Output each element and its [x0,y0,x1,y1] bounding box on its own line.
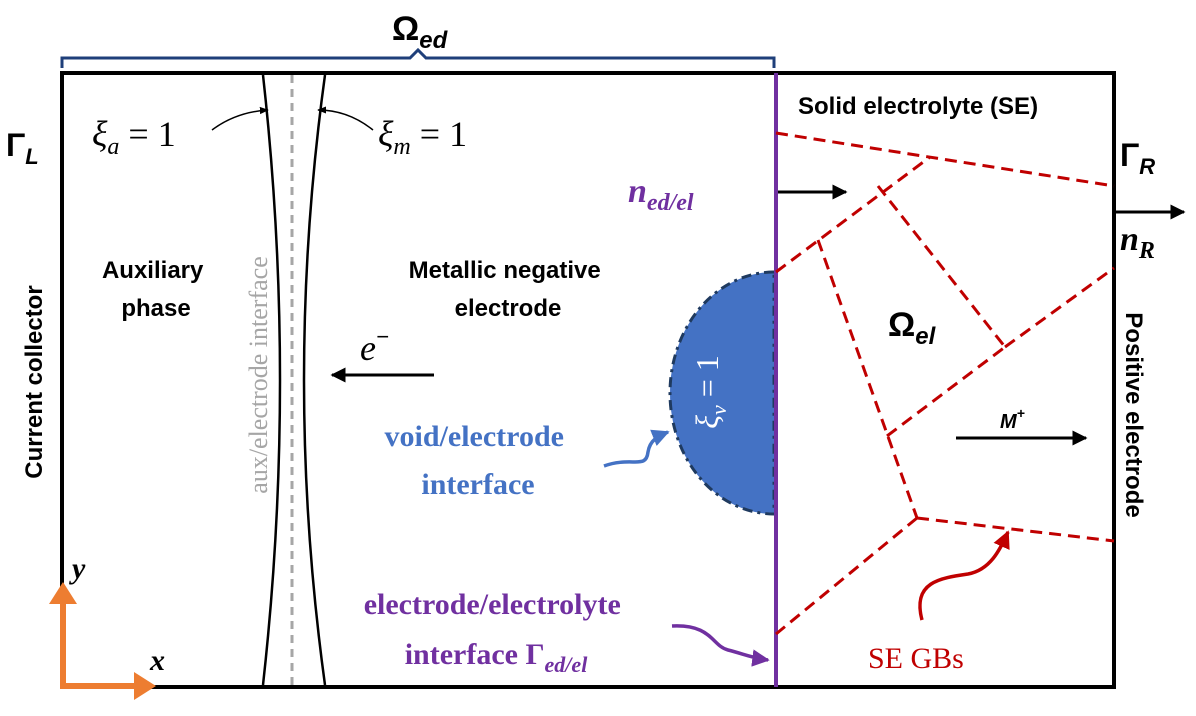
xi-a-interface-curve [261,74,282,686]
aux-interface-label: aux/electrode interface [244,256,273,493]
auxiliary-phase-label: Auxiliary phase [102,257,210,322]
electron-label: e− [360,324,389,368]
gamma-r-label: ΓR [1120,137,1155,179]
xi-m-interface-curve [302,74,327,686]
se-grain-boundaries [775,131,1115,636]
axis-y-label: y [69,552,86,585]
se-gbs-label: SE GBs [868,642,964,675]
void-interface-label: void/electrode interface [385,420,572,501]
xi-m-label: ξm = 1 [378,114,467,160]
omega-el-label: Ωel [888,306,937,350]
xi-m-pointer [317,106,374,131]
m-plus-label: M+ [1000,405,1025,433]
coordinate-axes [49,582,156,700]
metallic-electrode-label: Metallic negative electrode [409,257,608,322]
axis-x-label: x [149,644,165,677]
edel-interface-label: electrode/electrolyte interface Γed/el [364,588,629,677]
void-interface-pointer [603,429,670,468]
positive-electrode-label: Positive electrode [1120,312,1147,517]
n-ed-el-label: ned/el [628,173,694,216]
xi-a-label: ξa = 1 [92,114,176,160]
xi-a-pointer [211,106,269,131]
se-gbs-pointer [918,530,1010,621]
current-collector-label: Current collector [21,285,48,478]
omega-ed-bracket [60,47,776,68]
xi-v-label: ξv = 1 [689,355,731,429]
n-r-label: nR [1120,221,1155,264]
solid-electrolyte-label: Solid electrolyte (SE) [798,93,1038,120]
domain-boundary [60,71,1116,689]
edel-interface-pointer [671,624,770,667]
omega-ed-label: Ωed [392,10,449,54]
gamma-l-label: ΓL [6,127,39,169]
void-region [668,270,776,516]
